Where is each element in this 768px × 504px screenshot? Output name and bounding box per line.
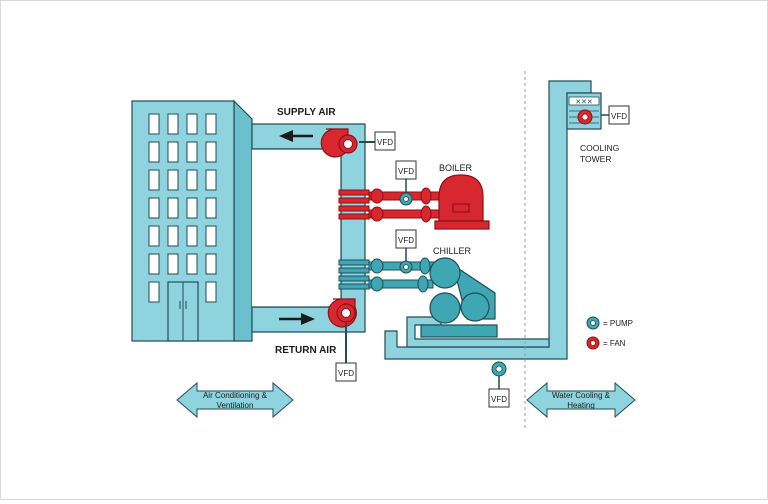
tower-fan-icon: [577, 109, 593, 125]
condenser-pump-icon: [491, 361, 507, 377]
svg-text:VFD: VFD: [491, 395, 507, 404]
svg-text:VFD: VFD: [338, 369, 354, 378]
building-windows: [148, 113, 217, 303]
legend-fan: = FAN: [586, 336, 626, 350]
svg-text:VFD: VFD: [377, 138, 393, 147]
chiller-pump-vfd: VFD: [395, 229, 417, 249]
boiler-pump-icon: [399, 192, 413, 206]
air-conditioning-label-1: Air Conditioning &: [203, 391, 268, 400]
cooling-tower-label-1: COOLING: [580, 143, 619, 153]
svg-text:VFD: VFD: [398, 167, 414, 176]
supply-fan-icon: [320, 128, 358, 158]
supply-flow-arrow: [279, 130, 313, 142]
boiler-pump-vfd: VFD: [395, 160, 417, 180]
return-flow-arrow: [279, 313, 315, 325]
chiller-machine: [420, 257, 498, 338]
svg-text:✕✕✕: ✕✕✕: [575, 99, 593, 106]
boiler-label: BOILER: [439, 163, 473, 173]
air-conditioning-label-2: Ventilation: [217, 401, 254, 410]
heating-coil: [338, 189, 370, 220]
water-cooling-label-1: Water Cooling &: [552, 391, 611, 400]
legend-pump: = PUMP: [586, 316, 633, 330]
svg-text:VFD: VFD: [398, 236, 414, 245]
water-cooling-arrow: Water Cooling & Heating: [526, 381, 636, 419]
air-conditioning-arrow: Air Conditioning & Ventilation: [176, 381, 294, 419]
water-cooling-label-2: Heating: [567, 401, 595, 410]
legend-pump-label: = PUMP: [603, 319, 633, 328]
chiller-pump-icon: [399, 260, 413, 274]
tower-fan-vfd: VFD: [608, 105, 630, 125]
boiler: [434, 174, 490, 230]
legend-fan-label: = FAN: [603, 339, 626, 348]
building-door: [167, 281, 199, 342]
chiller-label: CHILLER: [433, 246, 472, 256]
supply-fan-vfd: VFD: [374, 131, 396, 151]
condenser-pump-vfd: VFD: [488, 388, 510, 408]
hot-water-pipes: [368, 187, 450, 223]
return-fan-vfd: VFD: [335, 362, 357, 382]
return-fan-icon: [327, 298, 357, 328]
supply-air-label: SUPPLY AIR: [277, 107, 336, 118]
building: [131, 99, 253, 342]
return-air-label: RETURN AIR: [275, 345, 337, 356]
svg-text:VFD: VFD: [611, 112, 627, 121]
cooling-tower-label-2: TOWER: [580, 154, 611, 164]
